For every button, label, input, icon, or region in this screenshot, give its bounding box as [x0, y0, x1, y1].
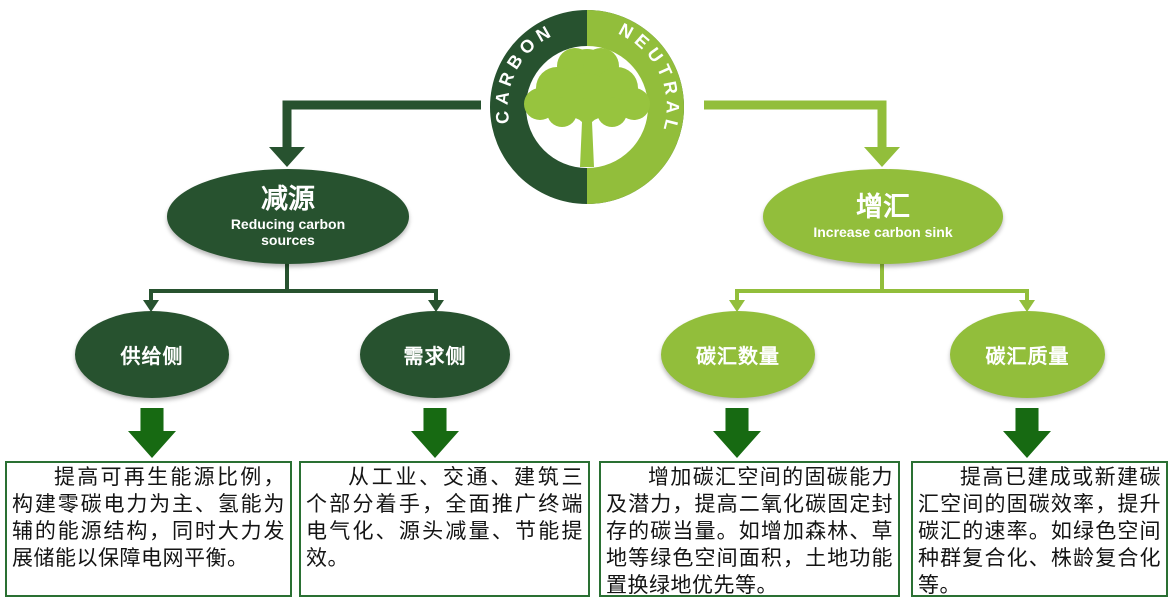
node-subtitle: Increase carbon sink [813, 223, 953, 240]
down-arrowhead-icon [1019, 300, 1035, 312]
connector-logo-to-reduce [282, 100, 481, 148]
node-carbon-sink-quality: 碳汇质量 [950, 311, 1105, 398]
carbon-neutral-logo: CARBON NEUTRAL [490, 10, 684, 204]
node-subtitle: Reducing carbon sources [230, 215, 346, 248]
down-arrowhead-icon [143, 300, 159, 312]
node-supply-side: 供给侧 [75, 311, 229, 398]
down-arrowhead-icon [729, 300, 745, 312]
node-label: 碳汇质量 [985, 346, 1070, 368]
description-box-demand-side: 从工业、交通、建筑三个部分着手，全面推广终端电气化、源头减量、节能提效。 [299, 461, 590, 597]
node-label: 需求侧 [403, 346, 467, 368]
description-box-supply-side: 提高可再生能源比例，构建零碳电力为主、氢能为辅的能源结构，同时大力发展储能以保障… [5, 461, 292, 597]
description-text: 从工业、交通、建筑三个部分着手，全面推广终端电气化、源头减量、节能提效。 [306, 466, 583, 570]
node-label: 碳汇数量 [696, 346, 780, 368]
tree-icon [524, 48, 650, 167]
node-title: 减源 [261, 184, 315, 215]
down-arrowhead-icon [864, 147, 900, 167]
description-text: 提高可再生能源比例，构建零碳电力为主、氢能为辅的能源结构，同时大力发展储能以保障… [12, 466, 285, 570]
node-reducing-carbon-sources: 减源 Reducing carbon sources [167, 169, 409, 264]
description-box-sink-quality: 提高已建成或新建碳汇空间的固碳效率，提升碳汇的速率。如绿色空间种群复合化、株龄复… [911, 461, 1168, 597]
description-box-sink-quantity: 增加碳汇空间的固碳能力及潜力，提高二氧化碳固定封存的碳当量。如增加森林、草地等绿… [599, 461, 900, 597]
description-text: 增加碳汇空间的固碳能力及潜力，提高二氧化碳固定封存的碳当量。如增加森林、草地等绿… [606, 466, 893, 597]
connector-reduce-children [149, 262, 438, 302]
node-carbon-sink-quantity: 碳汇数量 [661, 311, 815, 398]
node-title: 增汇 [856, 192, 910, 223]
down-arrowhead-icon [428, 300, 444, 312]
connector-logo-to-increase [704, 100, 887, 148]
tree-trunk [564, 86, 610, 167]
connector-increase-children [735, 262, 1029, 302]
node-label: 供给侧 [120, 346, 184, 368]
down-arrowhead-icon [269, 147, 305, 167]
node-increase-carbon-sink: 增汇 Increase carbon sink [763, 169, 1003, 264]
description-text: 提高已建成或新建碳汇空间的固碳效率，提升碳汇的速率。如绿色空间种群复合化、株龄复… [918, 466, 1161, 597]
node-demand-side: 需求侧 [360, 311, 510, 398]
